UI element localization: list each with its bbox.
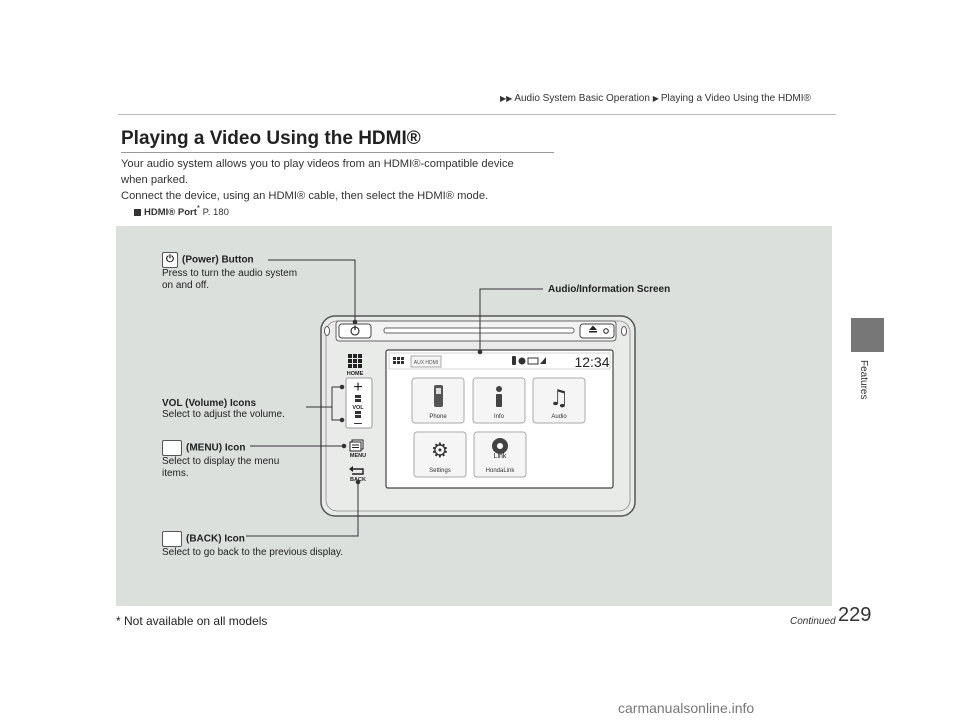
section-tab	[851, 318, 884, 352]
callout-desc: Press to turn the audio system	[162, 268, 298, 279]
header-divider	[118, 114, 836, 115]
breadcrumb-item[interactable]: Playing a Video Using the HDMI®	[660, 93, 811, 104]
app-tile-label: Info	[494, 414, 505, 420]
callout-desc: on and off.	[162, 280, 210, 291]
callout-desc: Select to go back to the previous displa…	[162, 547, 344, 558]
callout-desc: Select to adjust the volume.	[162, 409, 285, 420]
paragraph-line: when parked.	[121, 174, 189, 186]
phone-icon	[434, 385, 443, 407]
status-icons	[512, 356, 546, 365]
head-unit-illustration: HOME + VOL – MENU BACK AUX HDMI 12:34 Ph…	[246, 259, 636, 537]
menu-label: MENU	[350, 453, 366, 459]
paragraph-line: Your audio system allows you to play vid…	[121, 158, 514, 170]
home-icon[interactable]	[348, 354, 362, 368]
hondalink-logo-icon: Link	[492, 438, 508, 460]
back-icon[interactable]	[349, 466, 364, 475]
screen-home-icon	[393, 357, 404, 364]
info-icon	[496, 386, 502, 407]
app-tile-phone[interactable]: Phone	[411, 377, 465, 424]
footnote: * Not available on all models	[116, 614, 268, 628]
volume-down-icon[interactable]: –	[354, 414, 362, 430]
page-number: 229	[838, 604, 872, 626]
app-tile-label: Settings	[429, 468, 451, 474]
source-label: AUX HDMI	[414, 360, 438, 366]
reference-title: HDMI® Port	[144, 207, 197, 219]
breadcrumb-item[interactable]: Audio System Basic Operation	[514, 93, 650, 104]
app-tile-label: Audio	[551, 414, 567, 420]
screen-callout: Audio/Information Screen	[548, 284, 671, 295]
callout-title: (MENU) Icon	[186, 442, 246, 454]
home-label: HOME	[347, 371, 364, 377]
back-icon	[162, 531, 182, 547]
power-icon: ⏻	[162, 252, 178, 268]
breadcrumb-arrow-icon: ▶▶	[500, 94, 513, 103]
music-note-icon: ♫	[549, 386, 569, 411]
brightness-icon	[603, 328, 609, 334]
body-text: Your audio system allows you to play vid…	[121, 156, 561, 204]
page-title: Playing a Video Using the HDMI®	[121, 128, 421, 149]
breadcrumb: ▶▶Audio System Basic Operation ▶Playing …	[500, 93, 811, 104]
volume-up-icon[interactable]: +	[353, 379, 362, 396]
callout-desc: Select to display the menu	[162, 456, 280, 467]
menu-icon[interactable]	[349, 439, 364, 452]
clock: 12:34	[574, 354, 609, 370]
app-tile-label: HondaLink	[486, 468, 516, 474]
title-divider	[121, 152, 554, 153]
gear-icon: ⚙	[431, 438, 449, 462]
eject-icon	[589, 325, 597, 330]
callout-desc: items.	[162, 468, 189, 479]
app-tile-label: Phone	[429, 414, 447, 420]
callout-title: (Power) Button	[182, 254, 254, 266]
continued-label: Continued	[790, 616, 836, 627]
power-icon[interactable]	[350, 325, 360, 336]
callout-title: (BACK) Icon	[186, 533, 245, 545]
callout-title: VOL (Volume) Icons	[162, 398, 257, 409]
power-callout: ⏻ (Power) Button Press to turn the audio …	[162, 252, 297, 292]
back-callout: (BACK) Icon Select to go back to the pre…	[162, 531, 343, 559]
breadcrumb-arrow-icon: ▶	[652, 94, 659, 103]
reference-page: P. 180	[202, 207, 229, 219]
reference-arrow-icon	[134, 209, 141, 217]
app-tile-settings[interactable]: ⚙ Settings	[413, 431, 467, 478]
watermark: carmanualsonline.info	[618, 700, 755, 716]
paragraph-line: Connect the device, using an HDMI® cable…	[121, 190, 489, 202]
menu-callout: (MENU) Icon Select to display the menu i…	[162, 440, 279, 480]
menu-icon	[162, 440, 182, 456]
cross-reference[interactable]: HDMI® Port* P. 180	[134, 204, 229, 218]
app-tile-info[interactable]: Info	[472, 377, 526, 424]
app-tile-audio[interactable]: ♫ Audio	[532, 377, 586, 424]
svg-text:♫: ♫	[549, 386, 569, 411]
vol-label: VOL	[352, 405, 364, 411]
svg-text:⚙: ⚙	[431, 438, 449, 462]
vol-callout: VOL (Volume) Icons Select to adjust the …	[162, 398, 285, 421]
hondalink-logo-text: Link	[494, 453, 507, 460]
section-label: Features	[858, 360, 869, 400]
footnote-marker: *	[196, 204, 200, 213]
